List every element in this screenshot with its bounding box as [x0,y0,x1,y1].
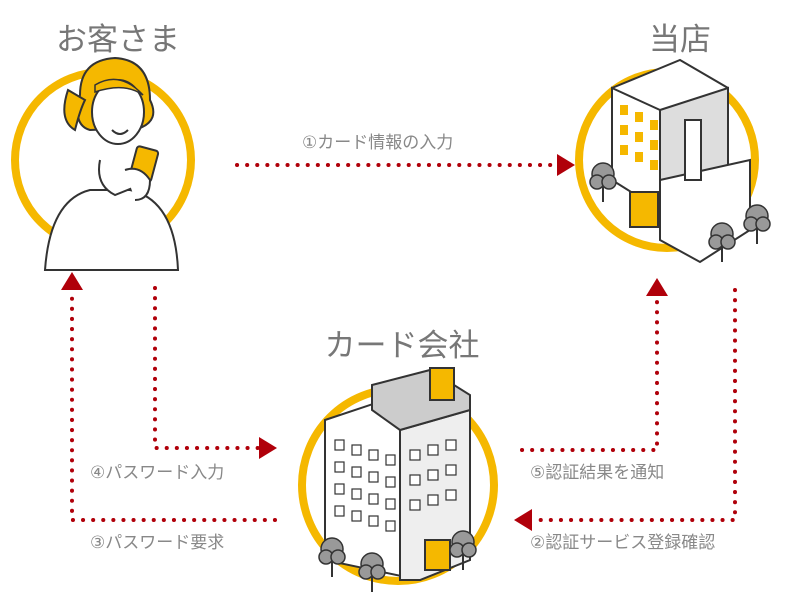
card-company-title: カード会社 [324,328,480,364]
customer-illustration-icon [43,56,180,271]
card-company-building-icon [318,367,477,593]
arrowhead-left-icon [514,509,532,531]
arrow-step2-line [538,288,737,522]
arrowhead-up-icon [646,278,668,296]
shop-building-icon [589,58,771,264]
arrow-step5-line [520,296,659,452]
shop-title: 当店 [649,22,711,58]
step1-label: ①カード情報の入力 [302,133,454,153]
step2-label: ②認証サービス登録確認 [530,533,716,553]
customer-node [11,56,195,271]
arrow-step4-line [153,286,264,450]
step4-label: ④パスワード入力 [90,463,225,483]
step3-label: ③パスワード要求 [90,533,225,553]
card-company-node [298,367,498,593]
step5-label: ⑤認証結果を通知 [530,463,665,483]
shop-node [575,58,771,264]
arrow-step3-line [70,288,277,522]
customer-title: お客さま [56,22,180,58]
arrowhead-right-icon [259,437,277,459]
arrowhead-right-icon [557,154,575,176]
arrowhead-up-icon [61,272,83,290]
